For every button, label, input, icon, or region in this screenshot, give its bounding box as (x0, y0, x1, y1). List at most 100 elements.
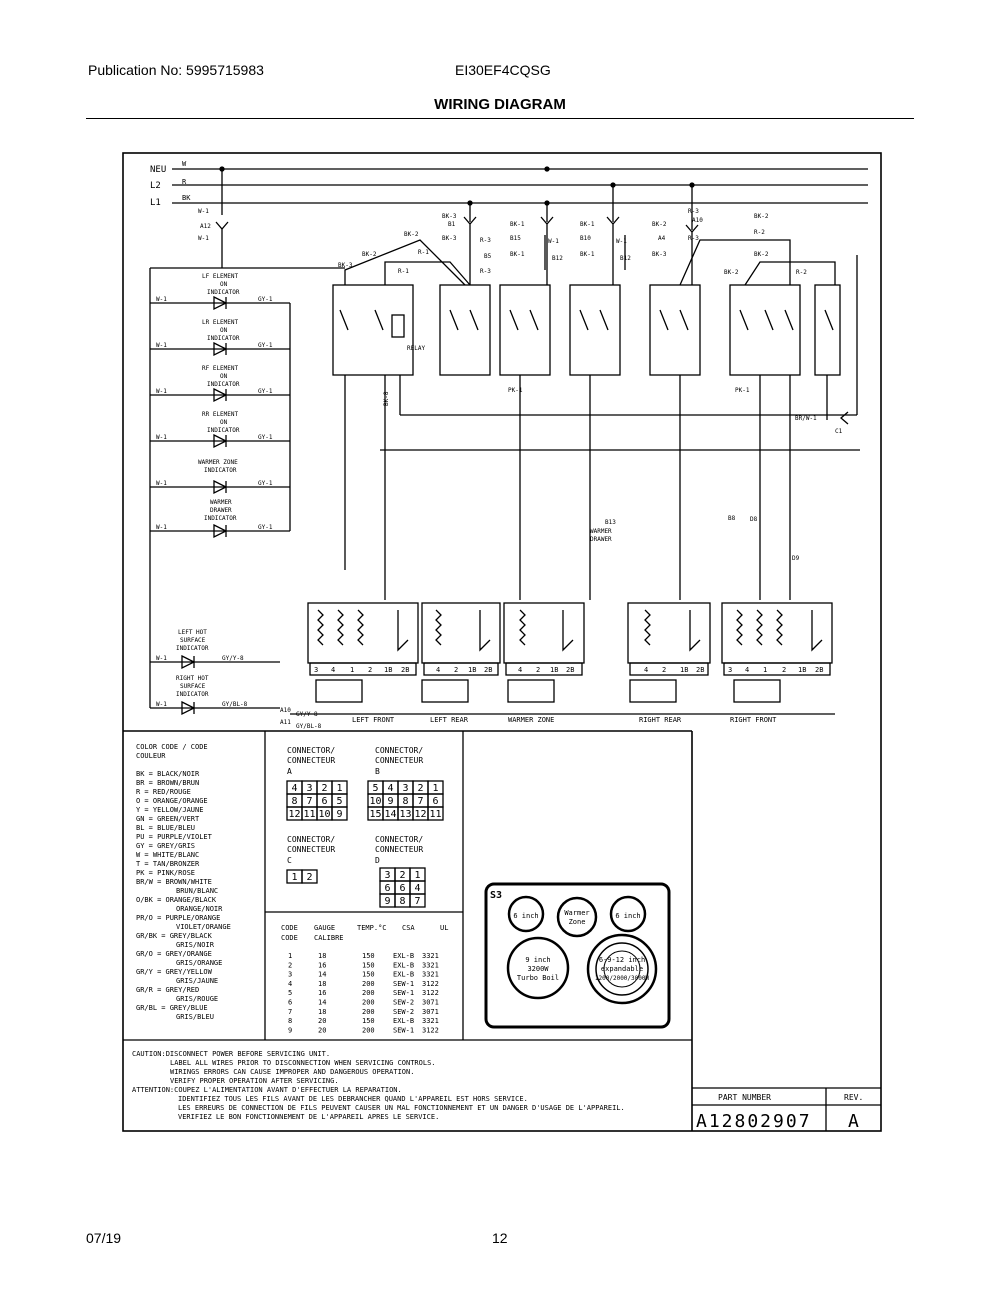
lamp-gy1-3: GY-1 (258, 388, 273, 395)
gauge-cell: 18 (318, 1008, 326, 1016)
gauge-cell: EXL-B (393, 1017, 414, 1025)
wire-gauge-table: CODE GAUGE TEMP.°C CSA UL CODE CALIBRE 1… (281, 924, 448, 1034)
l2-label: L2 (150, 181, 161, 191)
revision: A (848, 1111, 859, 1132)
zone-6inch-left: 6 inch (513, 912, 538, 920)
indicator-text-7: RF ELEMENT (202, 365, 239, 372)
bk1-label-3: BK-1 (580, 221, 595, 228)
wz-terminal-4: 2 (536, 666, 540, 674)
lamp-w1-3: W-1 (156, 388, 167, 395)
relay-label: RELAY (407, 345, 425, 352)
cooktop-layout: S3 6 inch Warmer Zone 6 inch 9 inch 3200… (484, 882, 671, 1029)
connector-a-title: CONNECTOR/ (287, 746, 335, 755)
gyy8-label: GY/Y-8 (222, 655, 244, 662)
indicator-text-4: LR ELEMENT (202, 319, 239, 326)
zone-left-rear: LEFT REAR (430, 716, 469, 724)
caution-notes: CAUTION:DISCONNECT POWER BEFORE SERVICIN… (132, 1050, 625, 1121)
right-hot-3: INDICATOR (176, 691, 209, 698)
lamp-w1-6: W-1 (156, 524, 167, 531)
bk3-label-3: BK-3 (338, 262, 353, 269)
rr-terminal-2: 4 (644, 666, 648, 674)
lf-terminal-5: 1B (384, 666, 392, 674)
gauge-header2-calibre: CALIBRE (314, 934, 344, 942)
rr-terminal-4: 2 (662, 666, 666, 674)
gauge-cell: 200 (362, 1026, 375, 1034)
connector-pin-number: 9 (336, 809, 342, 820)
w1-top-label: W-1 (198, 208, 209, 215)
connector-pin-number: 2 (321, 783, 327, 794)
color-code-17: VIOLET/ORANGE (176, 923, 231, 931)
zone-6inch-right: 6 inch (615, 912, 640, 920)
gauge-cell: SEW-1 (393, 1026, 414, 1034)
left-hot-3: INDICATOR (176, 645, 209, 652)
lamp-w1-2: W-1 (156, 342, 167, 349)
zone-expand-b: expandable (601, 965, 643, 973)
color-code-4: Y = YELLOW/JAUNE (136, 806, 203, 814)
lr-terminal-5: 1B (468, 666, 476, 674)
connector-pin-number: 12 (288, 809, 300, 820)
r2-label-2: R-2 (796, 269, 807, 276)
gauge-cell: 20 (318, 1017, 326, 1025)
footer-date: 07/19 (86, 1230, 122, 1246)
lf-terminal-3: 1 (350, 666, 354, 674)
gauge-cell: 3122 (422, 980, 439, 988)
gauge-cell: 16 (318, 989, 326, 997)
lamp-w1-1: W-1 (156, 296, 167, 303)
color-code-9: W = WHITE/BLANC (136, 851, 199, 859)
caution-4: ATTENTION:COUPEZ L'ALIMENTATION AVANT D'… (132, 1086, 402, 1094)
connector-pin-number: 7 (306, 796, 312, 807)
connector-pin-number: 15 (369, 809, 381, 820)
connector-diagrams: CONNECTOR/ CONNECTEUR A CONNECTOR/ CONNE… (286, 746, 444, 908)
a4-label: A4 (658, 235, 666, 242)
color-code-8: GY = GREY/GRIS (136, 842, 195, 850)
connector-pin-number: 8 (291, 796, 297, 807)
indicator-text-11: ON (220, 419, 228, 426)
gauge-cell: 1 (288, 952, 292, 960)
gauge-cell: 150 (362, 1017, 375, 1025)
zone-right-front: RIGHT FRONT (730, 716, 777, 724)
connector-pin-number: 3 (384, 870, 390, 881)
color-code-19: GRIS/NOIR (176, 941, 215, 949)
c1-label: C1 (835, 428, 843, 435)
connector-pin-number: 3 (402, 783, 408, 794)
w1-label-a: W-1 (548, 238, 559, 245)
gauge-cell: 3122 (422, 989, 439, 997)
gauge-header-temp: TEMP.°C (357, 924, 387, 932)
connector-c-title2: CONNECTEUR (287, 845, 335, 854)
a10b-label: A10 (280, 707, 291, 714)
gauge-header2-code: CODE (281, 934, 298, 942)
warmer-drawer-label-2: DRAWER (590, 536, 612, 543)
connector-pin-number: 7 (417, 796, 423, 807)
connector-pin-number: 4 (291, 783, 297, 794)
indicator-text-9: INDICATOR (207, 381, 240, 388)
bk3-label-2: BK-3 (442, 235, 457, 242)
lf-terminal-4: 2 (368, 666, 372, 674)
bk1-label-2: BK-1 (510, 251, 525, 258)
gauge-cell: EXL-B (393, 952, 414, 960)
connector-pin-number: 4 (414, 883, 420, 894)
color-code-1: BR = BROWN/BRUN (136, 779, 199, 787)
gauge-cell: 3122 (422, 1026, 439, 1034)
connector-pin-number: 2 (417, 783, 423, 794)
rf-terminal-6: 2B (815, 666, 823, 674)
zone-right-rear: RIGHT REAR (639, 716, 682, 724)
page-title: WIRING DIAGRAM (434, 96, 566, 113)
hot-surface-indicators: LEFT HOT SURFACE INDICATOR RIGHT HOT SUR… (150, 629, 322, 730)
right-hot-2: SURFACE (180, 683, 206, 690)
zone-left-front: LEFT FRONT (352, 716, 395, 724)
bk2-label-4: BK-2 (754, 213, 769, 220)
bk1-label-1: BK-1 (510, 221, 525, 228)
color-code-title2: COULEUR (136, 752, 166, 760)
caution-6: LES ERREURS DE CONNECTION DE FILS PEUVEN… (178, 1104, 625, 1112)
lamp-w1-4: W-1 (156, 434, 167, 441)
rf-terminal-5: 1B (798, 666, 806, 674)
rf-terminal-1: 3 (728, 666, 732, 674)
rr-terminal-5: 1B (680, 666, 688, 674)
r3-label-3: R-3 (688, 208, 699, 215)
lamp-gy1-6: GY-1 (258, 524, 273, 531)
connector-pin-number: 12 (414, 809, 426, 820)
gauge-cell: 3321 (422, 1017, 439, 1025)
a10-label: A10 (692, 217, 703, 224)
part-number-label: PART NUMBER (718, 1093, 771, 1102)
